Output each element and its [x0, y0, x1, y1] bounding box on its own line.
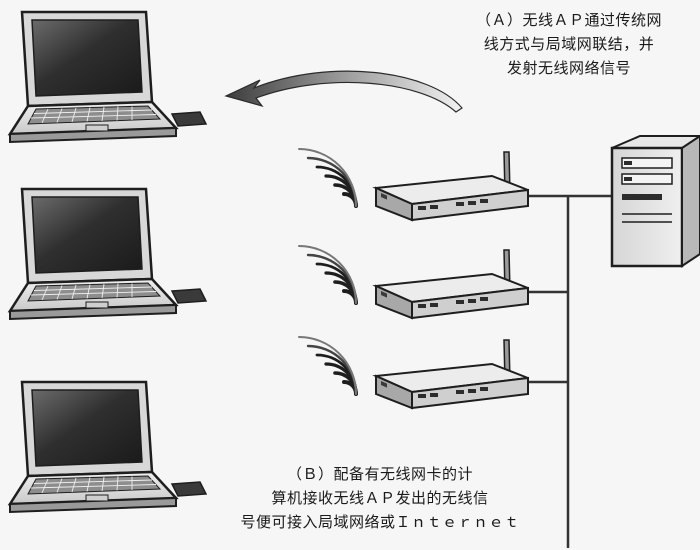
caption-access-point: （Ａ）无线ＡＰ通过传统网 线方式与局域网联结，并 发射无线网络信号 [438, 8, 700, 80]
caption-b-line-1: （Ｂ）配备有无线网卡的计 [286, 465, 473, 483]
server-tower-icon [610, 134, 700, 268]
wireless-access-point-icon [375, 339, 529, 409]
caption-wireless-client: （Ｂ）配备有无线网卡的计 算机接收无线ＡＰ发出的无线信 号便可接入局域网络或Ｉｎ… [170, 462, 590, 534]
wireless-access-point-icon [375, 151, 529, 221]
caption-a-line-1: （Ａ）无线ＡＰ通过传统网 [475, 11, 662, 29]
caption-b-line-3: 号便可接入局域网络或Ｉｎｔｅｒｎｅｔ [240, 513, 520, 531]
laptop-icon [8, 187, 208, 321]
laptop-icon [8, 10, 208, 144]
wifi-signal-icon [297, 148, 358, 208]
caption-b-line-2: 算机接收无线ＡＰ发出的无线信 [271, 489, 489, 507]
wifi-signal-icon [297, 336, 358, 396]
wireless-access-point-icon [375, 249, 529, 319]
caption-a-line-3: 发射无线网络信号 [506, 59, 631, 77]
caption-a-line-2: 线方式与局域网联结，并 [483, 35, 655, 53]
network-cable [525, 194, 612, 548]
wifi-signal-icon [297, 245, 358, 305]
curved-arrow-icon [224, 70, 463, 113]
